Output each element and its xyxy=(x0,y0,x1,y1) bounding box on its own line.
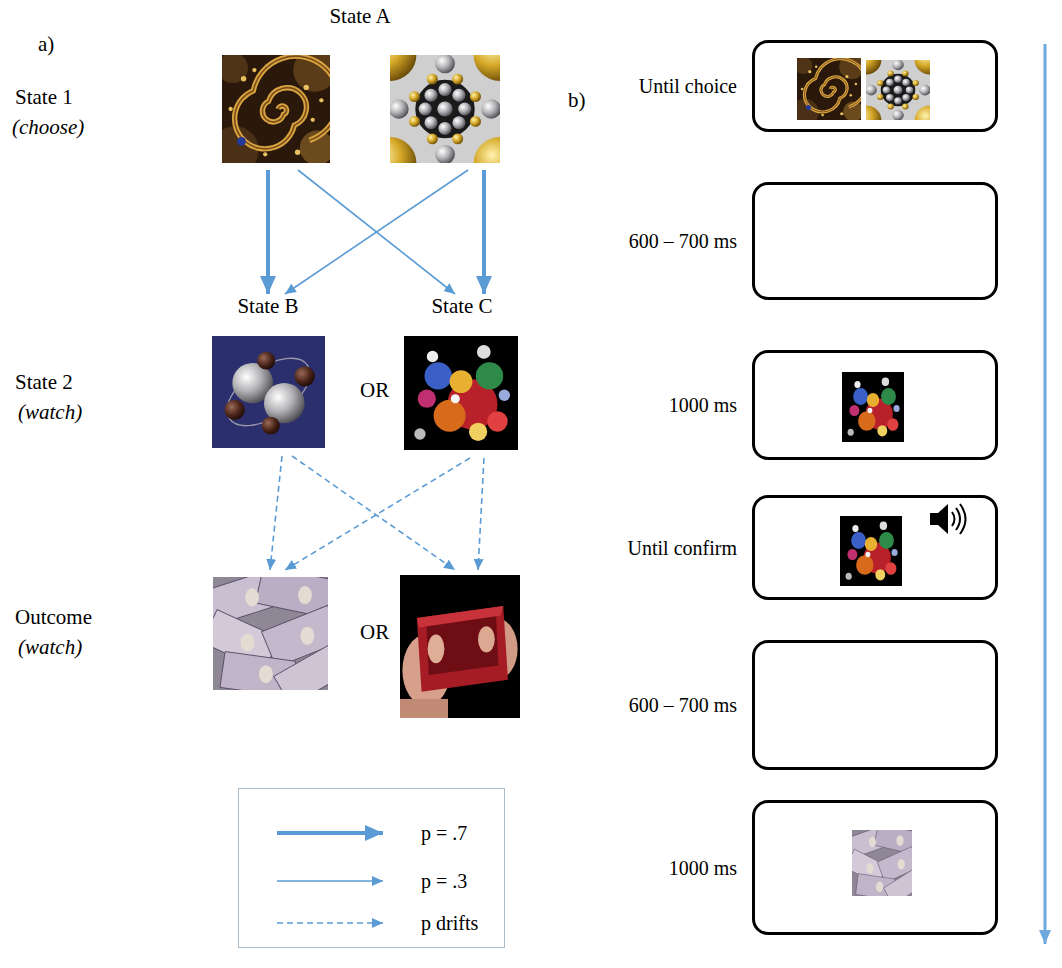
panel-letter: a) xyxy=(38,32,54,56)
timeline-screen: 1000 ms xyxy=(752,350,998,460)
state-image: State B xyxy=(204,294,332,454)
thick-transition-arrow xyxy=(482,170,486,294)
wallet-image xyxy=(400,575,520,718)
fractal-image xyxy=(842,372,904,442)
legend-sample xyxy=(275,913,387,933)
label-holder: State 2 xyxy=(15,370,73,394)
label-holder: OR xyxy=(360,378,389,402)
drift-arrows xyxy=(270,456,484,570)
legend-sample xyxy=(275,823,387,843)
fractal-image xyxy=(404,336,518,450)
thin-transition-arrow xyxy=(285,170,468,294)
legend-box: p = .7 p = .3 p drifts xyxy=(238,788,505,948)
time-arrow xyxy=(1044,44,1047,944)
state-heading: State A xyxy=(329,4,390,28)
row-label: State 1 xyxy=(15,85,73,109)
row-label: Outcome xyxy=(15,605,92,629)
label-holder: b) xyxy=(568,88,586,112)
panel-letter: b) xyxy=(568,88,586,112)
label-holder: (choose) xyxy=(12,115,84,139)
timeline-screen: Until confirm xyxy=(752,495,998,600)
speaker-icon xyxy=(930,504,966,534)
legend-line xyxy=(277,880,383,882)
fractal-image xyxy=(851,46,946,135)
timeline-screen: 600 – 700 ms xyxy=(752,182,998,300)
fractal-image xyxy=(211,49,339,174)
legend-line xyxy=(277,831,383,835)
timeline-label: Until confirm xyxy=(547,536,737,560)
timeline-label: 1000 ms xyxy=(547,393,737,417)
legend-line xyxy=(277,922,383,924)
timeline-screen: Until choice xyxy=(752,40,998,132)
label-holder: Outcome xyxy=(15,605,92,629)
row-label: State 2 xyxy=(15,370,73,394)
money-image xyxy=(198,565,347,705)
legend-text: p = .7 xyxy=(421,819,467,847)
or-label: OR xyxy=(360,620,389,644)
label-holder: a) xyxy=(38,32,54,56)
state-group: State A xyxy=(210,4,510,170)
timeline-label: 1000 ms xyxy=(547,856,737,880)
timeline-label: 600 – 700 ms xyxy=(547,693,737,717)
legend-text: p = .3 xyxy=(421,867,467,895)
label-holder: (watch) xyxy=(18,400,82,424)
legend-row: p drifts xyxy=(239,909,504,937)
state-image: State C xyxy=(398,294,526,454)
timeline-label: 600 – 700 ms xyxy=(547,229,737,253)
or-label: OR xyxy=(360,378,389,402)
legend-row: p = .7 xyxy=(239,819,504,847)
money-image xyxy=(844,823,922,905)
row-label: (watch) xyxy=(18,635,82,659)
row-label: (watch) xyxy=(18,400,82,424)
fractal-image xyxy=(840,516,902,586)
label-holder: (watch) xyxy=(18,635,82,659)
label-holder: OR xyxy=(360,620,389,644)
legend-sample xyxy=(275,871,387,891)
state-heading: State C xyxy=(431,294,492,318)
state-heading: State B xyxy=(237,294,298,318)
fractal-image xyxy=(791,54,867,126)
legend-text: p drifts xyxy=(421,909,478,937)
legend-row: p = .3 xyxy=(239,867,504,895)
thick-transition-arrow xyxy=(266,170,270,294)
row-label: (choose) xyxy=(12,115,84,139)
timeline-screen: 600 – 700 ms xyxy=(752,640,998,770)
fractal-image xyxy=(212,336,325,448)
fractal-image xyxy=(364,29,527,189)
timeline-screen: 1000 ms xyxy=(752,800,998,935)
label-holder: State 1 xyxy=(15,85,73,109)
